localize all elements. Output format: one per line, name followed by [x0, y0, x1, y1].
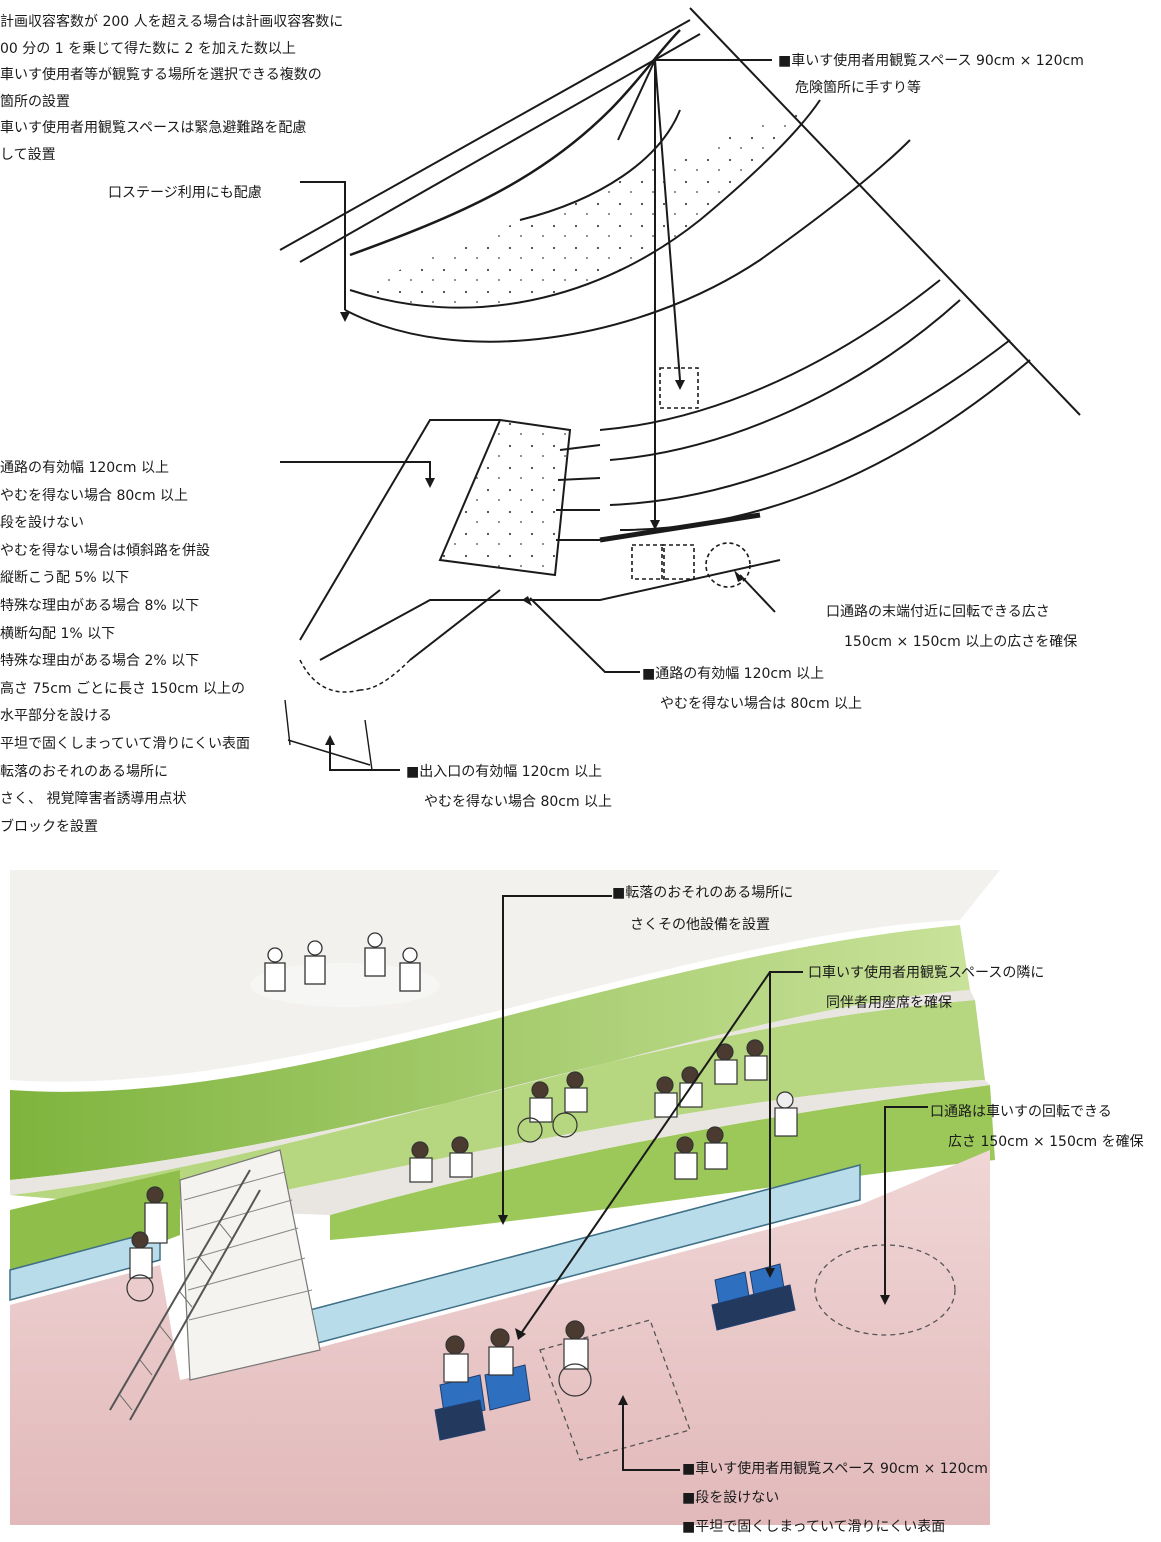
stair-block — [438, 418, 572, 577]
note-line: ■通路の有効幅 120cm 以上 — [642, 666, 825, 682]
note-line: ■車いす使用者用観覧スペース 90cm × 120cm — [778, 53, 1084, 69]
musicians — [250, 932, 440, 1007]
note-line: さくその他設備を設置 — [630, 917, 770, 933]
railing — [599, 512, 761, 543]
stairs — [179, 1149, 321, 1381]
note-line: 通路の有効幅 120cm 以上 — [0, 460, 169, 476]
lawn-tier-1 — [10, 925, 970, 1180]
note-line: 危険箇所に手すり等 — [795, 79, 921, 96]
leader-lines-top — [280, 59, 776, 771]
note-line: やむを得ない場合は 80cm 以上 — [660, 696, 863, 712]
aisle-note: ■通路の有効幅 120cm 以上 やむを得ない場合は 80cm 以上 — [642, 659, 862, 719]
lawn-tier-3 — [330, 1085, 995, 1240]
note-line: 車いす使用者用観覧スペースは緊急避難路を配慮 — [0, 120, 307, 136]
bottom-notes: ■車いす使用者用観覧スペース 90cm × 120cm ■段を設けない ■平坦で… — [682, 1455, 988, 1542]
door-swing-right — [359, 659, 411, 691]
tier-3 — [609, 339, 1011, 506]
note-line: 広さ 150cm × 150cm を確保 — [948, 1134, 1144, 1150]
note-line: ■車いす使用者用観覧スペース 90cm × 120cm — [682, 1461, 988, 1477]
note-line: やむを得ない場合 80cm 以上 — [424, 794, 613, 810]
note-line: ■出入口の有効幅 120cm 以上 — [406, 764, 603, 780]
note-line: 計画収容客数が 200 人を超える場合は計画収容客数に — [0, 14, 344, 30]
wheelchair-space-2 — [631, 544, 665, 580]
note-line: ■転落のおそれのある場所に — [612, 885, 794, 901]
left-notes: 通路の有効幅 120cm 以上 やむを得ない場合 80cm 以上 段を設けない … — [0, 455, 250, 841]
fence-note: ■転落のおそれのある場所に さくその他設備を設置 — [612, 877, 793, 941]
front-row-seats — [434, 1263, 796, 1441]
note-line: 転落のおそれのある場所に — [0, 763, 168, 780]
note-line: して設置 — [0, 146, 56, 163]
wheelchair-space-1 — [659, 367, 699, 409]
aisle-turn-note: 口通路は車いすの回転できる 広さ 150cm × 150cm を確保 — [930, 1097, 1144, 1157]
note-line: ■段を設けない — [682, 1490, 780, 1506]
outer-edge-right — [689, 7, 1081, 416]
wheelchair-space-note-top: ■車いす使用者用観覧スペース 90cm × 120cm 危険箇所に手すり等 — [778, 48, 1084, 101]
note-line: さく、 視覚障害者誘導用点状 — [0, 791, 187, 808]
tier-2 — [599, 279, 941, 431]
stage-edge — [349, 29, 681, 257]
companion-note: 口車いす使用者用観覧スペースの隣に 同伴者用座席を確保 — [808, 958, 1044, 1018]
tier-1 — [349, 99, 821, 309]
top-left-notes: 計画収容客数が 200 人を超える場合は計画収容客数に 00 分の 1 を乗じて… — [0, 9, 343, 168]
note-line: 口通路は車いすの回転できる — [930, 1104, 1112, 1120]
note-line: 口車いす使用者用観覧スペースの隣に — [808, 965, 1045, 981]
entrance-corridor — [299, 419, 781, 661]
note-line: 段を設けない — [0, 515, 84, 532]
note-line: 高さ 75cm ごとに長さ 150cm 以上の — [0, 680, 246, 697]
outer-wall — [279, 19, 691, 251]
door-swing-left — [299, 659, 361, 693]
ramp-rail — [109, 1169, 261, 1421]
audience — [126, 1039, 798, 1302]
plan-drawing — [279, 7, 1081, 771]
note-line: ブロックを設置 — [0, 818, 98, 835]
note-line: 縦断こう配 5% 以下 — [0, 570, 130, 587]
wheelchair-space-3 — [661, 544, 695, 580]
note-line: 150cm × 150cm 以上の広さを確保 — [844, 634, 1078, 650]
wheelchair-space-dashed — [539, 1319, 691, 1461]
note-line: 特殊な理由がある場合 2% 以下 — [0, 653, 200, 670]
note-line: やむを得ない場合は傾斜路を併設 — [0, 542, 210, 559]
turning-circle — [705, 542, 751, 588]
turning-note: 口通路の末端付近に回転できる広さ 150cm × 150cm 以上の広さを確保 — [826, 597, 1077, 657]
note-line: やむを得ない場合 80cm 以上 — [0, 487, 189, 504]
stage-note-text: 口ステージ利用にも配慮 — [108, 185, 262, 201]
arrowheads — [325, 312, 890, 1405]
note-line: 特殊な理由がある場合 8% 以下 — [0, 597, 200, 614]
note-line: 車いす使用者等が観覧する場所を選択できる複数の — [0, 67, 322, 83]
note-line: 横断勾配 1% 以下 — [0, 625, 116, 642]
note-line: 箇所の設置 — [0, 93, 70, 110]
perspective-illustration — [9, 870, 1000, 1525]
note-line: 平坦で固くしまっていて滑りにくい表面 — [0, 735, 251, 752]
leader-lines-bottom — [502, 895, 928, 1471]
front-row-people — [443, 1320, 592, 1397]
stage-note: 口ステージ利用にも配慮 — [108, 180, 262, 207]
stage-area — [10, 870, 1000, 1082]
note-line: 水平部分を設ける — [0, 708, 112, 725]
note-line: 同伴者用座席を確保 — [826, 995, 952, 1011]
note-line: 00 分の 1 を乗じて得た数に 2 を加えた数以上 — [0, 40, 296, 57]
entrance-note: ■出入口の有効幅 120cm 以上 やむを得ない場合 80cm 以上 — [406, 757, 612, 817]
note-line: 口通路の末端付近に回転できる広さ — [826, 604, 1050, 620]
note-line: ■平坦で固くしまっていて滑りにくい表面 — [682, 1519, 946, 1535]
